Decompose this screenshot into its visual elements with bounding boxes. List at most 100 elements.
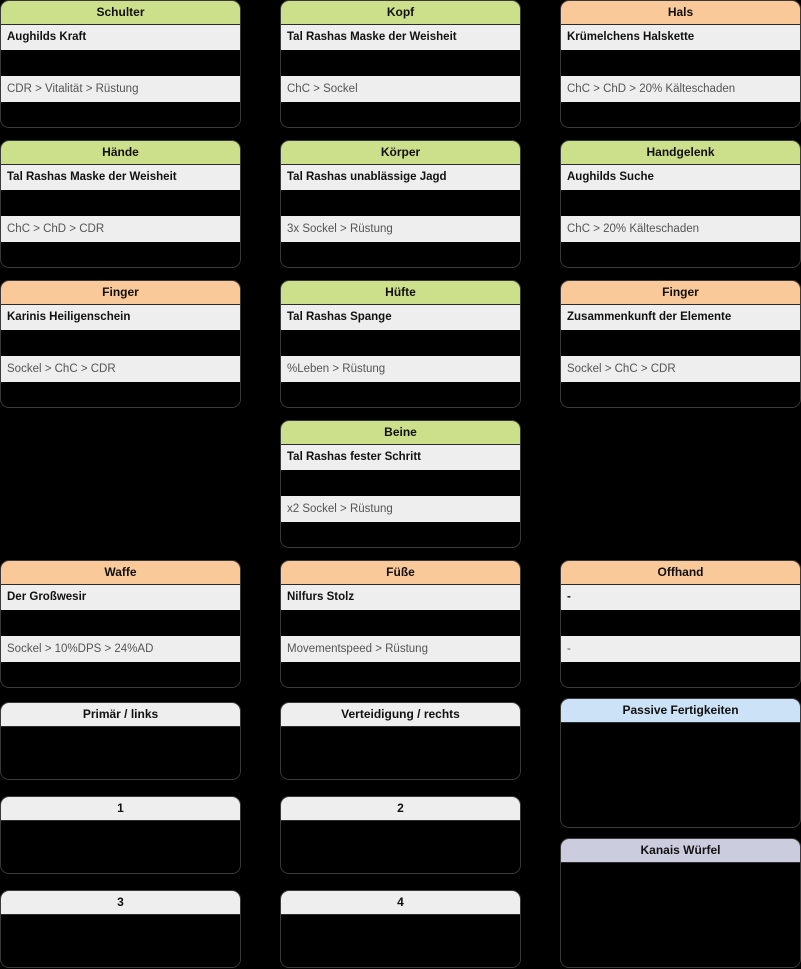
gear-stat-priority: Sockel > ChC > CDR [1, 356, 240, 382]
gear-stat-priority: ChC > 20% Kälteschaden [561, 216, 800, 242]
skill-card-1[interactable]: 1 [0, 796, 241, 874]
gear-stat-priority: Movementspeed > Rüstung [281, 636, 520, 662]
gear-item-spacer [561, 50, 800, 76]
gear-item-name: Tal Rashas Maske der Weisheit [281, 25, 520, 50]
gear-item-name: - [561, 585, 800, 610]
gear-item-spacer [281, 610, 520, 636]
skill-card-4[interactable]: 4 [280, 890, 521, 968]
gear-item-spacer [281, 50, 520, 76]
skill-card-body[interactable] [1, 821, 240, 873]
gear-stat-priority: ChC > Sockel [281, 76, 520, 102]
skill-card-label: Primär / links [1, 703, 240, 727]
gear-item-name: Zusammenkunft der Elemente [561, 305, 800, 330]
gear-item-name: Aughilds Kraft [1, 25, 240, 50]
gear-stat-priority: CDR > Vitalität > Rüstung [1, 76, 240, 102]
gear-item-name: Der Großwesir [1, 585, 240, 610]
gear-card-footer [561, 382, 800, 407]
gear-card-footer [1, 102, 240, 127]
gear-stat-priority: x2 Sockel > Rüstung [281, 496, 520, 522]
skill-card-body[interactable] [561, 723, 800, 827]
gear-item-spacer [1, 50, 240, 76]
gear-card-footer [281, 102, 520, 127]
skill-card-label: 1 [1, 797, 240, 821]
skill-card-primaer-links[interactable]: Primär / links [0, 702, 241, 780]
skill-card-body[interactable] [1, 915, 240, 967]
gear-stat-priority: 3x Sockel > Rüstung [281, 216, 520, 242]
gear-slot-label: Kopf [281, 1, 520, 25]
gear-item-name: Tal Rashas unablässige Jagd [281, 165, 520, 190]
gear-card-footer [561, 662, 800, 687]
gear-item-spacer [561, 610, 800, 636]
skill-card-label: 3 [1, 891, 240, 915]
gear-slot-label: Offhand [561, 561, 800, 585]
gear-slot-label: Hals [561, 1, 800, 25]
gear-stat-priority: Sockel > 10%DPS > 24%AD [1, 636, 240, 662]
gear-stat-priority: - [561, 636, 800, 662]
gear-item-spacer [561, 330, 800, 356]
gear-item-name: Tal Rashas Maske der Weisheit [1, 165, 240, 190]
skill-card-label: Passive Fertigkeiten [561, 699, 800, 723]
gear-stat-priority: Sockel > ChC > CDR [561, 356, 800, 382]
gear-item-name: Aughilds Suche [561, 165, 800, 190]
skill-card-passive-fertigkeiten[interactable]: Passive Fertigkeiten [560, 698, 801, 828]
skill-card-body[interactable] [281, 821, 520, 873]
skill-card-body[interactable] [1, 727, 240, 779]
gear-slot-label: Finger [561, 281, 800, 305]
gear-item-name: Tal Rashas Spange [281, 305, 520, 330]
gear-slot-label: Körper [281, 141, 520, 165]
skill-card-body[interactable] [281, 727, 520, 779]
skill-card-label: Verteidigung / rechts [281, 703, 520, 727]
gear-card-footer [281, 522, 520, 547]
gear-card-footer [1, 662, 240, 687]
gear-item-spacer [1, 330, 240, 356]
skill-card-body[interactable] [561, 863, 800, 967]
skill-card-label: 2 [281, 797, 520, 821]
gear-card-footer [1, 382, 240, 407]
gear-slot-label: Hände [1, 141, 240, 165]
skill-card-kanais-wuerfel[interactable]: Kanais Würfel [560, 838, 801, 968]
gear-item-name: Karinis Heiligenschein [1, 305, 240, 330]
gear-slot-label: Finger [1, 281, 240, 305]
gear-card-footer [281, 382, 520, 407]
gear-card-footer [281, 662, 520, 687]
gear-slot-label: Füße [281, 561, 520, 585]
gear-item-spacer [1, 610, 240, 636]
gear-card-offhand-12[interactable]: Offhand-- [560, 560, 801, 688]
skill-card-verteidigung-rechts[interactable]: Verteidigung / rechts [280, 702, 521, 780]
gear-item-name: Nilfurs Stolz [281, 585, 520, 610]
gear-slot-label: Waffe [1, 561, 240, 585]
skill-card-label: 4 [281, 891, 520, 915]
gear-card-footer [281, 242, 520, 267]
gear-card-footer [561, 102, 800, 127]
gear-item-spacer [281, 470, 520, 496]
gear-item-name: Krümelchens Halskette [561, 25, 800, 50]
gear-item-spacer [561, 190, 800, 216]
gear-item-spacer [281, 190, 520, 216]
skill-card-label: Kanais Würfel [561, 839, 800, 863]
skill-card-2[interactable]: 2 [280, 796, 521, 874]
gear-card-footer [1, 242, 240, 267]
gear-stat-priority: ChC > ChD > CDR [1, 216, 240, 242]
gear-item-name: Tal Rashas fester Schritt [281, 445, 520, 470]
gear-stat-priority: ChC > ChD > 20% Kälteschaden [561, 76, 800, 102]
gear-card-footer [561, 242, 800, 267]
gear-slot-label: Schulter [1, 1, 240, 25]
gear-item-spacer [281, 330, 520, 356]
skill-card-3[interactable]: 3 [0, 890, 241, 968]
gear-slot-label: Hüfte [281, 281, 520, 305]
gear-slot-label: Handgelenk [561, 141, 800, 165]
skill-card-body[interactable] [281, 915, 520, 967]
